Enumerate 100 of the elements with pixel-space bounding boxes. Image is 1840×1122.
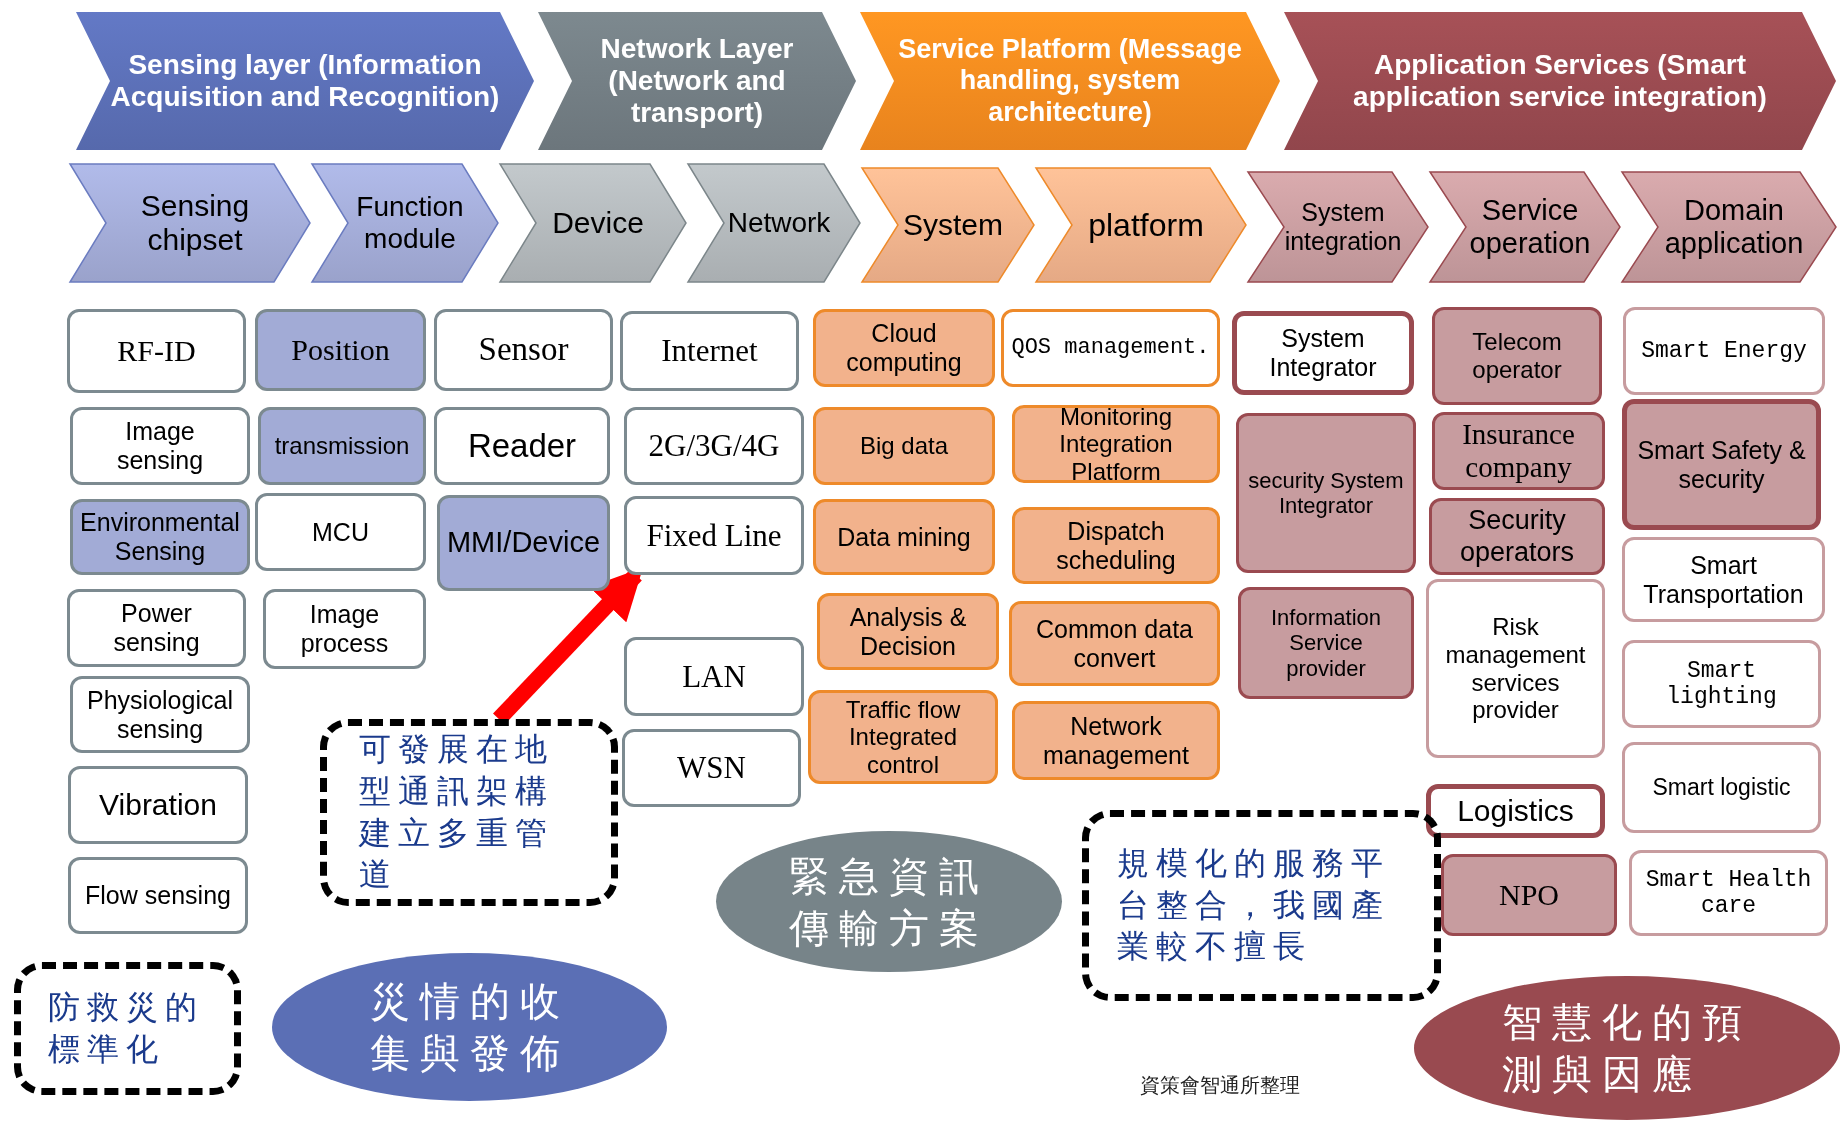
stage-label: Domain application [1663,193,1805,261]
category-box [813,499,995,575]
box-label: Physiological sensing [86,685,234,744]
box-label: Dispatch scheduling [1055,516,1177,575]
stage-label: Service operation [1469,193,1591,261]
box-label: Image process [299,600,390,658]
layer-header-band [860,12,1280,150]
category-box [434,407,610,485]
category-box [1426,579,1605,758]
source-note: 資策會智通所整理 [1140,1072,1300,1099]
box-label: Vibration [99,787,217,823]
box-label: Security operators [1458,505,1576,568]
box-label: Analysis & Decision [848,602,968,661]
box-label: RF-ID [117,333,196,369]
category-box [255,493,426,571]
category-box [70,676,250,753]
category-box [1236,413,1416,573]
box-label: Telecom operator [1471,328,1563,384]
box-label: Big data [859,432,949,460]
box-label: Traffic flow Integrated control [844,695,962,779]
category-box [255,309,426,391]
stage-header-band [1430,172,1620,282]
category-box [813,309,995,387]
theme-text: 災情的收集與發佈 [369,977,570,1078]
layer-title: Sensing layer (Information Acquisition and Recognition) [110,48,500,114]
category-box [1441,854,1617,936]
theme-text: 智慧化的預測與因應 [1502,998,1752,1099]
category-box [258,407,426,485]
box-label: Environmental Sensing [79,508,241,566]
dashed-note-box [320,719,618,906]
stage-label: Network [727,206,831,240]
category-box [1012,701,1220,780]
stage-label: platform [1088,206,1204,244]
box-label: Data mining [837,522,971,552]
category-box [1629,850,1828,936]
stage-label: Sensing chipset [139,188,251,258]
category-box [1432,307,1602,405]
stage-label: Function module [355,190,465,256]
theme-text: 緊急資訊傳輸方案 [789,851,989,953]
category-box [808,690,998,784]
box-label: Power sensing [112,599,201,657]
dashed-note-box [1082,810,1441,1001]
layer-title: Network Layer (Network and transport) [599,32,795,130]
category-box [1426,784,1605,838]
category-box [1622,537,1825,622]
box-label: MCU [312,517,369,547]
note-text: 可發展在地型通訊架構建立多重管道 [359,729,555,896]
category-box [1009,601,1220,686]
box-label: transmission [274,432,410,460]
category-box [624,407,804,485]
category-box [67,589,246,667]
box-label: Information Service provider [1269,605,1383,681]
category-box [813,407,995,485]
box-label: Smart Energy [1641,337,1807,365]
category-box [437,495,610,591]
category-box [1622,399,1821,530]
category-box [624,496,804,575]
box-label: Flow sensing [85,881,231,910]
category-box [67,309,246,393]
layer-header-band [76,12,534,150]
box-label: Smart Transportation [1642,550,1805,609]
box-label: Smart lighting [1665,657,1778,711]
box-label: Internet [661,333,758,369]
box-label: WSN [677,750,746,786]
box-label: Sensor [478,331,569,369]
category-box [70,407,250,485]
box-label: System Integrator [1268,324,1378,382]
box-label: Fixed Line [646,517,782,554]
box-label: security System Integrator [1247,467,1405,519]
category-box [1432,412,1605,490]
category-box [620,311,799,391]
category-box [1001,309,1220,387]
box-label: 2G/3G/4G [648,428,780,464]
category-box [817,593,999,670]
box-label: Monitoring Integration Platform [1058,402,1174,486]
stage-header-band [688,164,860,282]
stage-header-band [312,164,498,282]
category-box [1622,640,1821,728]
category-box [1232,311,1414,395]
box-label: Smart logistic [1652,774,1791,801]
stage-header-band [862,168,1034,282]
box-label: Common data convert [1035,614,1194,673]
box-label: Risk management services provider [1444,613,1587,724]
box-label: Smart Health care [1644,866,1813,920]
stage-header-band [1248,172,1428,282]
box-label: Cloud computing [845,319,963,377]
box-label: Network management [1042,711,1190,770]
layer-header-band [538,12,856,150]
box-label: Insurance company [1461,417,1576,485]
category-box [622,729,801,807]
stage-header-band [1622,172,1836,282]
category-box [70,499,250,575]
category-box [624,637,804,716]
stage-header-band [70,164,310,282]
box-label: NPO [1499,877,1559,913]
layer-header-band [1284,12,1836,150]
category-box [1622,742,1821,833]
stage-header-band [1036,168,1246,282]
stage-label: System [903,207,1003,243]
category-box [1012,405,1220,483]
